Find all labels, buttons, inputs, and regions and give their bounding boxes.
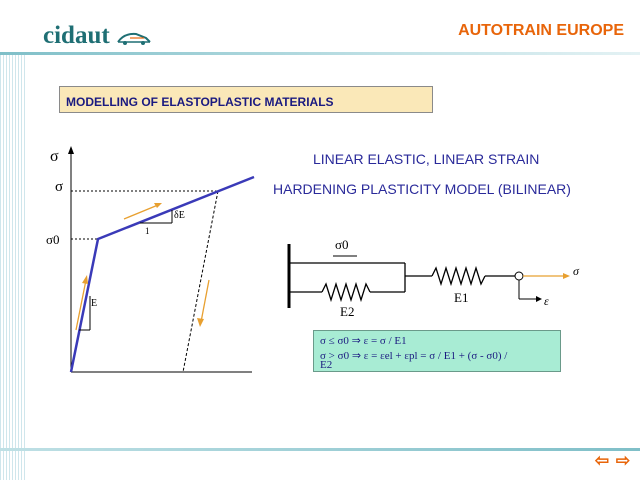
sigma-level-label: σ <box>55 179 63 195</box>
elastic-modulus-label: E <box>91 298 97 309</box>
spring-e2 <box>321 281 371 303</box>
sigma0-label: σ0 <box>46 232 60 247</box>
formula-elastic: σ ≤ σ0 ⇒ ε = σ / E1 <box>320 335 407 347</box>
bilinear-curve <box>69 175 255 373</box>
logo-text: cidaut <box>43 22 110 49</box>
loading-arrow-upper-head <box>154 203 162 208</box>
header: cidaut AUTOTRAIN EUROPE <box>0 0 640 52</box>
force-arrow-head <box>563 273 570 279</box>
loading-arrow-lower-head <box>82 275 88 284</box>
loading-arrow-upper <box>123 204 159 220</box>
left-decorative-stripes <box>0 0 26 480</box>
car-logo-icon <box>117 32 151 45</box>
slope-one-label: 1 <box>145 226 150 236</box>
unloading-arrow-head <box>197 318 204 327</box>
header-divider <box>0 52 640 55</box>
next-arrow-icon[interactable]: ⇨ <box>615 451 631 470</box>
footer-divider <box>0 448 640 451</box>
strain-arrow-head <box>536 296 542 302</box>
spring-e1 <box>431 265 486 287</box>
constitutive-equations-box: σ ≤ σ0 ⇒ ε = σ / E1 σ > σ0 ⇒ ε = εel + ε… <box>313 330 561 372</box>
model-description-line2: HARDENING PLASTICITY MODEL (BILINEAR) <box>273 181 571 197</box>
section-title-box: MODELLING OF ELASTOPLASTIC MATERIALS <box>59 86 433 113</box>
model-description-line1: LINEAR ELASTIC, LINEAR STRAIN <box>313 151 540 167</box>
delta-e-label: δE <box>174 210 185 221</box>
formula-plastic-continuation: E2 <box>320 359 333 371</box>
spring-epsilon-label: ε <box>544 294 549 308</box>
prev-arrow-icon[interactable]: ⇦ <box>594 451 610 470</box>
unloading-path <box>182 190 219 373</box>
sigma-axis-label: σ <box>50 148 59 165</box>
formula-plastic: σ > σ0 ⇒ ε = εel + εpl = σ / E1 + (σ - σ… <box>320 350 508 362</box>
loading-arrow-lower <box>75 279 87 331</box>
y-axis-arrow <box>68 146 74 154</box>
section-title: MODELLING OF ELASTOPLASTIC MATERIALS <box>66 95 334 109</box>
spring-sigma-label: σ <box>573 264 580 278</box>
brand-title: AUTOTRAIN EUROPE <box>458 22 624 39</box>
unloading-arrow <box>200 279 210 323</box>
node-icon <box>514 271 524 281</box>
spring-e2-label: E2 <box>340 304 354 319</box>
spring-sigma0-label: σ0 <box>335 237 349 252</box>
spring-e1-label: E1 <box>454 290 468 305</box>
